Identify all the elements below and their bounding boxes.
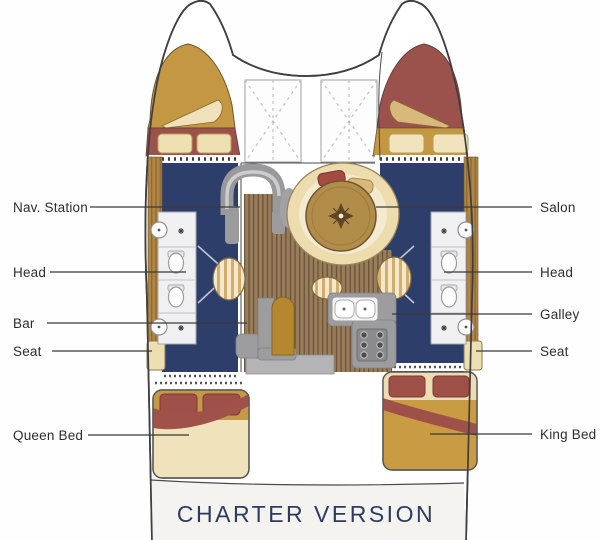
plan-title: CHARTER VERSION	[176, 501, 436, 527]
cockpit	[150, 479, 466, 540]
trampoline	[241, 79, 380, 164]
queen-bed	[152, 381, 250, 479]
hull-outline-top	[144, 0, 474, 540]
label-seat-port: Seat	[13, 344, 42, 359]
label-galley: Galley	[540, 307, 580, 322]
label-head-starboard: Head	[540, 265, 574, 280]
striped-stools	[212, 256, 412, 301]
starboard-head-fixtures	[430, 211, 475, 345]
port-bow-berth	[145, 43, 241, 164]
port-head-fixtures	[150, 211, 197, 345]
bar-unit	[235, 296, 297, 361]
galley-unit	[327, 292, 397, 369]
label-bar: Bar	[13, 316, 35, 331]
label-king-bed: King Bed	[540, 427, 597, 442]
starboard-bow-berth	[372, 43, 470, 164]
label-queen-bed: Queen Bed	[13, 428, 84, 443]
salon-dinette	[280, 162, 400, 266]
king-bed	[382, 371, 478, 471]
label-nav-station: Nav. Station	[13, 200, 88, 215]
label-seat-starboard: Seat	[540, 344, 569, 359]
label-salon: Salon	[540, 200, 576, 215]
leader-lines	[47, 206, 532, 436]
label-head-port: Head	[13, 265, 47, 280]
